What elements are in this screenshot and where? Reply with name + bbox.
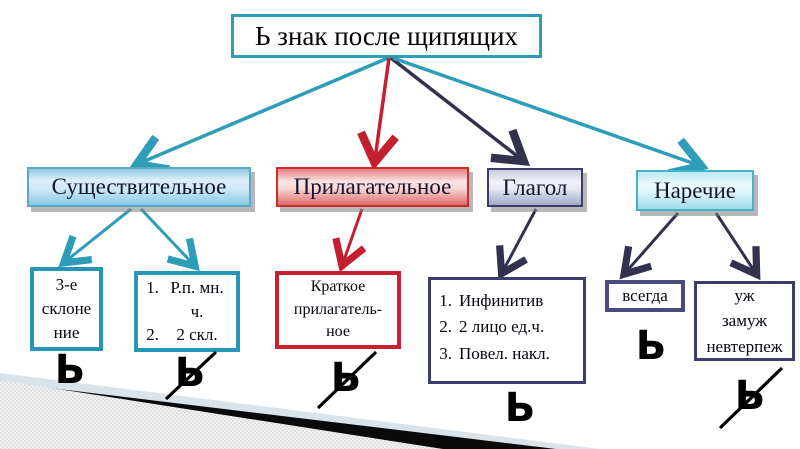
node-noun: Существительное: [27, 167, 251, 207]
list-item-text: Повел. накл.: [459, 343, 550, 363]
noun-cases-list: 1. Р.п. мн. ч. 2. 2 скл.: [138, 272, 236, 351]
list-item-text: 2 скл.: [176, 325, 218, 345]
list-item: 1. Р.п. мн. ч.: [140, 276, 234, 324]
list-item-text: 2 лицо ед.ч.: [459, 317, 545, 337]
declension-line: 3-е: [55, 275, 78, 295]
soft-sign-kept-verb: Ь: [504, 385, 536, 431]
node-verb-label: Глагол: [502, 174, 568, 200]
node-noun-label: Существительное: [51, 174, 227, 199]
node-short-adjective: Краткое прилагатель- ное: [275, 271, 401, 349]
list-item-text: Р.п. мн. ч.: [170, 277, 224, 321]
verb-forms-list: 1. Инфинитив 2. 2 лицо ед.ч. 3. Повел. н…: [431, 280, 583, 375]
adverb-exception-line: замуж: [721, 311, 768, 331]
list-item: 1. Инфинитив: [433, 288, 581, 314]
node-adverb-label: Наречие: [653, 177, 737, 203]
soft-sign-dropped-exceptions: Ь: [734, 373, 766, 419]
adverb-always-label: всегда: [622, 286, 668, 306]
short-adjective-line: ное: [326, 323, 350, 341]
adverb-exception-line: невтерпеж: [706, 336, 783, 356]
declension-line: склоне: [41, 299, 92, 319]
list-item: 2. 2 лицо ед.ч.: [433, 314, 581, 340]
node-verb-forms: 1. Инфинитив 2. 2 лицо ед.ч. 3. Повел. н…: [428, 277, 586, 384]
list-item-number: 1.: [439, 291, 452, 310]
list-item-number: 2.: [146, 325, 159, 345]
diagram-title: Ь знак после щипящих: [255, 20, 518, 51]
soft-sign-kept-declension: Ь: [54, 347, 86, 393]
node-verb: Глагол: [487, 168, 583, 207]
list-item: 3. Повел. накл.: [433, 341, 581, 367]
short-adjective-line: Краткое: [310, 278, 366, 296]
declension-line: ние: [53, 322, 80, 342]
list-item: 2. 2 скл.: [140, 323, 234, 347]
node-adjective-label: Прилагательное: [293, 174, 452, 199]
list-item-text: Инфинитив: [459, 291, 544, 310]
diagram-title-box: Ь знак после щипящих: [231, 14, 542, 58]
adverb-exception-line: уж: [734, 285, 755, 305]
node-noun-declension: 3-е склоне ние: [30, 267, 103, 351]
node-noun-cases: 1. Р.п. мн. ч. 2. 2 скл.: [134, 271, 240, 352]
soft-sign-kept-adverb: Ь: [635, 323, 667, 369]
list-item-number: 1.: [146, 277, 159, 297]
node-adverb-always: всегда: [605, 280, 685, 312]
soft-sign-dropped-short-adjective: Ь: [330, 355, 362, 401]
soft-sign-dropped-cases: Ь: [174, 350, 206, 396]
node-adjective: Прилагательное: [276, 167, 469, 207]
node-adverb-exceptions: уж замуж невтерпеж: [694, 281, 795, 361]
short-adjective-line: прилагатель-: [293, 300, 383, 318]
node-adverb: Наречие: [636, 170, 754, 211]
list-item-number: 3.: [439, 343, 452, 363]
list-item-number: 2.: [439, 317, 452, 337]
